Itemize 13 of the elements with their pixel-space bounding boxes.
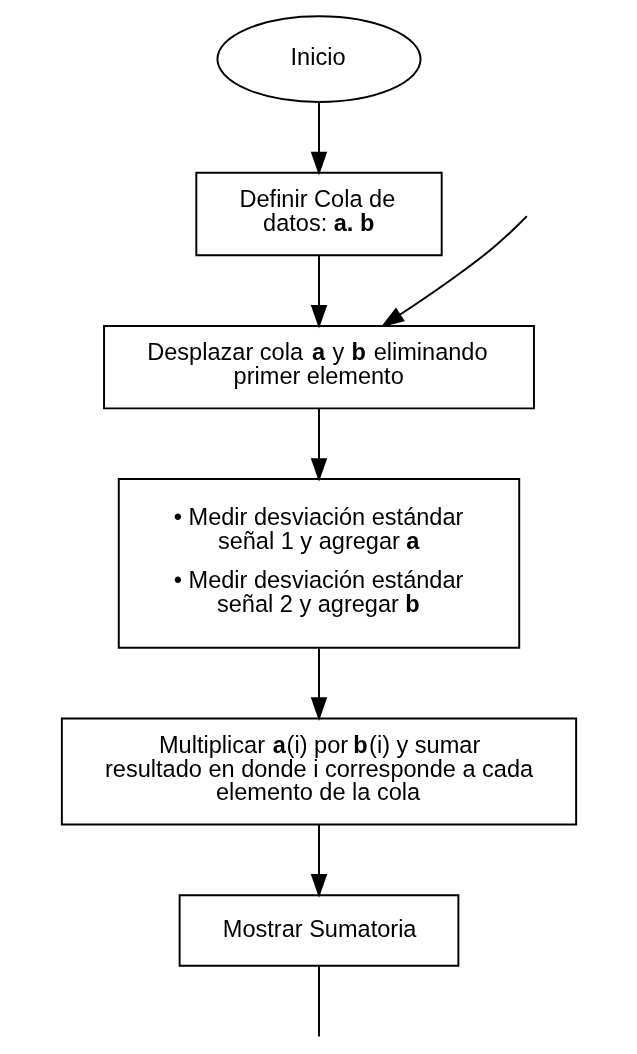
arrow — [310, 255, 327, 329]
connector — [317, 965, 320, 1038]
arrow — [310, 408, 327, 482]
arrow — [310, 824, 327, 898]
node-ellipse: Inicio — [215, 15, 422, 103]
node-box: Multiplicar a(i) por b(i) y sumar resultado en donde i corresponde a cada elemento de la cola — [60, 717, 577, 826]
arrow — [380, 215, 528, 328]
node-box: Desplazar cola a y b eliminando primer elemento — [102, 324, 535, 410]
node-box: • Medir desviación estándar señal 1 y agregar a • Medir desviación estándar señal 2 y agregar b — [117, 478, 520, 649]
node-box: Mostrar Sumatoria — [178, 894, 459, 967]
arrow — [310, 646, 327, 721]
node-box: Definir Cola de datos: a. b — [194, 171, 443, 257]
arrow — [310, 101, 327, 176]
